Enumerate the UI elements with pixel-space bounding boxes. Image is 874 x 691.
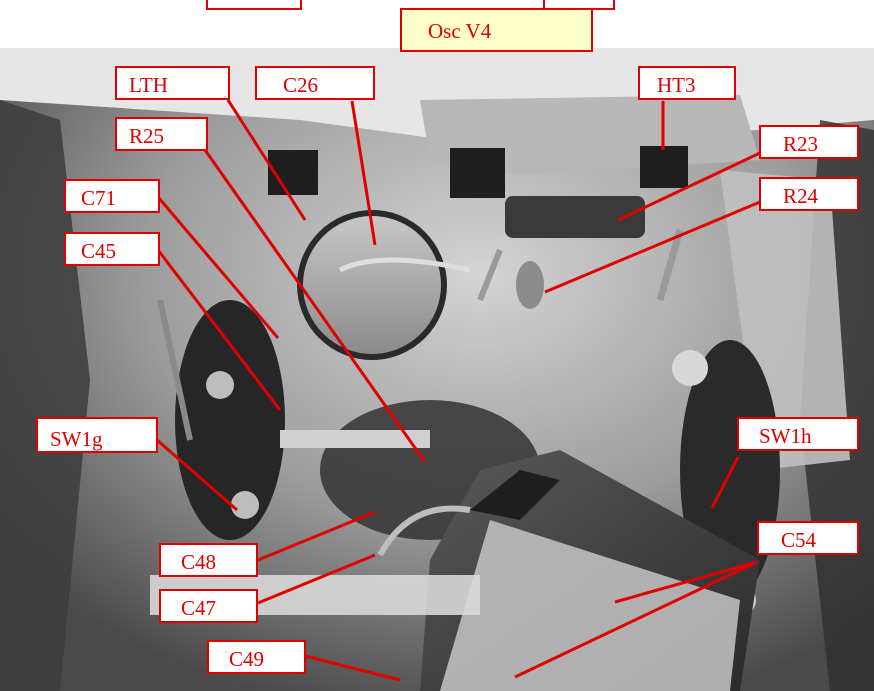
label-c48: C48 bbox=[159, 543, 258, 577]
label-c54: C54 bbox=[757, 521, 859, 555]
label-c71: C71 bbox=[64, 179, 160, 213]
label-r25: R25 bbox=[115, 117, 208, 151]
label-c26: C26 bbox=[255, 66, 375, 100]
label-sw1g: SW1g bbox=[36, 417, 158, 453]
label-c49: C49 bbox=[207, 640, 306, 674]
label-c47: C47 bbox=[159, 589, 258, 623]
cropped-label-left bbox=[206, 0, 302, 10]
label-r24: R24 bbox=[759, 177, 859, 211]
label-r23: R23 bbox=[759, 125, 859, 159]
label-c45: C45 bbox=[64, 232, 160, 266]
label-ht3: HT3 bbox=[638, 66, 736, 100]
label-lth: LTH bbox=[115, 66, 230, 100]
label-sw1h: SW1h bbox=[737, 417, 859, 451]
osc-v4-label: Osc V4 bbox=[400, 8, 593, 52]
